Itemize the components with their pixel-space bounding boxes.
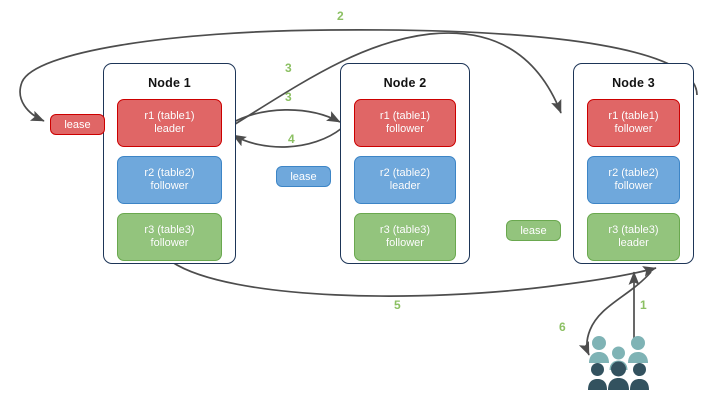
node-3-replica-r3[interactable]: r3 (table3) leader (587, 213, 680, 261)
lease-chip-r3[interactable]: lease (506, 220, 561, 241)
node-2-replica-r3-name: r3 (table3) (379, 223, 431, 236)
node-1-replica-r3-role: follower (150, 237, 189, 249)
node-2-replica-r3[interactable]: r3 (table3) follower (354, 213, 456, 261)
node-2-replica-r2-name: r2 (table2) (379, 166, 431, 179)
node-2-replica-r1[interactable]: r1 (table1) follower (354, 99, 456, 147)
edge-label-6: 6 (559, 320, 566, 334)
node-2-title: Node 2 (383, 76, 427, 90)
node-panel-node-1[interactable]: Node 1 r1 (table1) leader r2 (table2) fo… (103, 63, 236, 264)
node-2-replica-r3-role: follower (386, 237, 424, 249)
node-1-replica-r2[interactable]: r2 (table2) follower (117, 156, 222, 204)
edge-label-2: 2 (337, 9, 344, 23)
lease-chip-r2[interactable]: lease (276, 166, 331, 187)
edge-label-3b: 3 (285, 90, 292, 104)
node-1-replica-r1[interactable]: r1 (table1) leader (117, 99, 222, 147)
node-panel-node-2[interactable]: Node 2 r1 (table1) follower r2 (table2) … (340, 63, 470, 264)
node-panel-node-3[interactable]: Node 3 r1 (table1) follower r2 (table2) … (573, 63, 694, 264)
node-3-replica-list: r1 (table1) follower r2 (table2) followe… (574, 99, 693, 273)
node-1-replica-list: r1 (table1) leader r2 (table2) follower … (104, 99, 235, 273)
node-3-replica-r1-name: r1 (table1) (608, 109, 659, 122)
node-1-replica-r2-name: r2 (table2) (144, 166, 195, 179)
edge-label-4: 4 (288, 132, 295, 146)
node-1-replica-r1-name: r1 (table1) (144, 109, 195, 122)
node-1-replica-r3-name: r3 (table3) (144, 223, 195, 236)
node-1-replica-r2-role: follower (150, 180, 189, 192)
node-1-replica-r3[interactable]: r3 (table3) follower (117, 213, 222, 261)
users-group-icon[interactable] (588, 334, 650, 390)
lease-chip-r1[interactable]: lease (50, 114, 105, 135)
node-3-replica-r1[interactable]: r1 (table1) follower (587, 99, 680, 147)
node-2-replica-r1-role: follower (386, 123, 424, 135)
edge-label-5: 5 (394, 298, 401, 312)
users-front-row (588, 361, 649, 390)
edge-label-3a: 3 (285, 61, 292, 75)
node-3-replica-r1-role: follower (614, 123, 653, 135)
node-2-replica-r2-role: leader (389, 180, 421, 192)
node-1-replica-r1-role: leader (154, 123, 185, 135)
node-2-replica-r1-name: r1 (table1) (379, 109, 431, 122)
node-3-replica-r3-name: r3 (table3) (608, 223, 659, 236)
node-3-replica-r3-role: leader (618, 237, 649, 249)
node-3-title: Node 3 (612, 76, 655, 90)
node-2-replica-r2[interactable]: r2 (table2) leader (354, 156, 456, 204)
edge-label-1: 1 (640, 298, 647, 312)
node-3-replica-r2-name: r2 (table2) (608, 166, 659, 179)
node-3-replica-r2-role: follower (614, 180, 653, 192)
node-1-title: Node 1 (148, 76, 191, 90)
edge-3b-path (229, 109, 341, 125)
node-2-replica-list: r1 (table1) follower r2 (table2) leader … (341, 99, 469, 273)
node-3-replica-r2[interactable]: r2 (table2) follower (587, 156, 680, 204)
